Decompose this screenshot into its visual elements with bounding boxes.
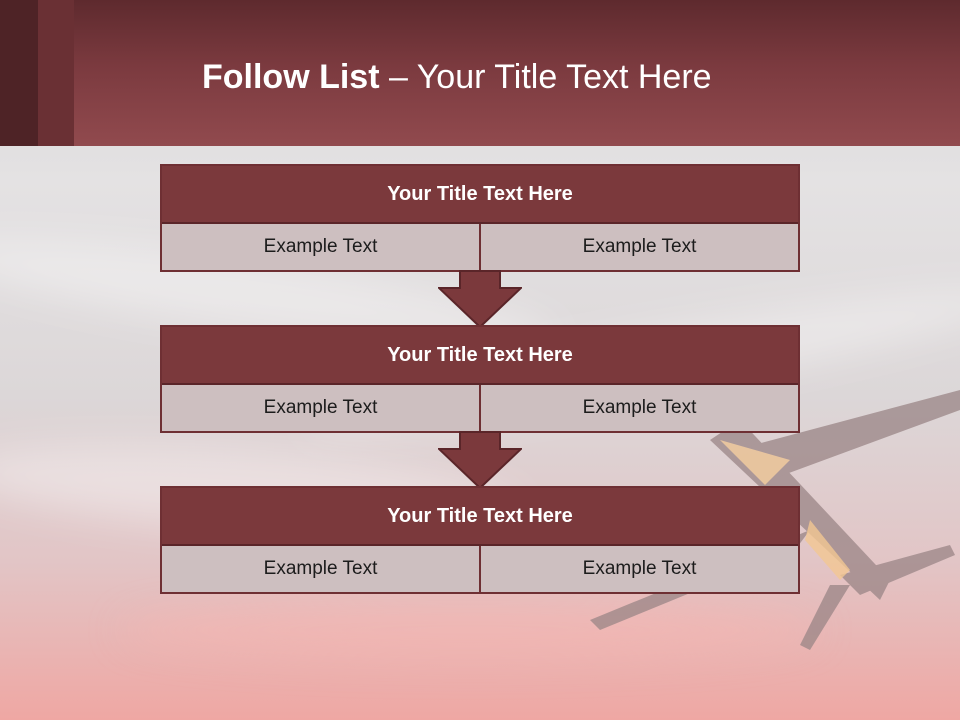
flow-step-row: Example Text Example Text [162,385,798,431]
header-accent-dark [0,0,38,146]
flow-step-3: Your Title Text Here Example Text Exampl… [160,486,800,594]
down-arrow-icon [438,431,522,489]
flow-step-right-text: Example Text [479,546,798,592]
flow-step-title: Your Title Text Here [162,166,798,224]
flow-step-1: Your Title Text Here Example Text Exampl… [160,164,800,272]
cloud-streak [120,600,820,660]
flow-step-left-text: Example Text [162,224,479,270]
flow-step-left-text: Example Text [162,546,479,592]
flow-step-2: Your Title Text Here Example Text Exampl… [160,325,800,433]
slide-title: Follow List – Your Title Text Here [202,52,712,102]
header-accent-mid [38,0,74,146]
flow-step-title: Your Title Text Here [162,488,798,546]
down-arrow-icon [438,270,522,328]
flow-step-right-text: Example Text [479,385,798,431]
flow-step-title: Your Title Text Here [162,327,798,385]
flow-step-row: Example Text Example Text [162,224,798,270]
flow-step-right-text: Example Text [479,224,798,270]
flow-step-left-text: Example Text [162,385,479,431]
flow-step-row: Example Text Example Text [162,546,798,592]
slide-title-rest: – Your Title Text Here [379,58,712,96]
header-band [0,0,960,146]
slide-title-bold: Follow List [202,58,380,96]
